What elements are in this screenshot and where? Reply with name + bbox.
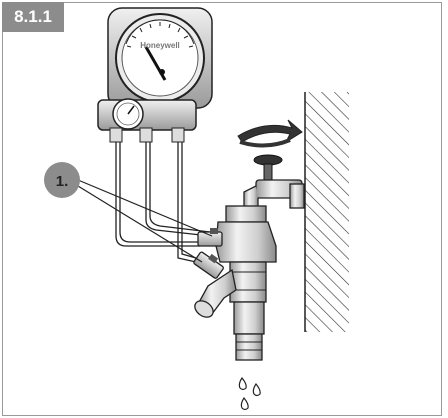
section-number-tab: 8.1.1 (2, 2, 64, 32)
gauge-brand-label: Honeywell (140, 41, 180, 50)
differential-pressure-gauge-icon (107, 7, 213, 109)
test-valves (193, 228, 224, 279)
valve-body-icon (194, 205, 277, 361)
small-pressure-gauge-icon (112, 98, 144, 130)
water-tap-icon (243, 154, 305, 215)
rotation-arrow-icon (237, 119, 303, 148)
hatched-wall (304, 92, 349, 332)
impulse-hoses (115, 142, 211, 263)
callout-1 (44, 162, 213, 263)
callout-label: 1. (56, 173, 69, 190)
figure-frame (2, 2, 442, 416)
gauge-manifold (97, 99, 197, 143)
water-drops-icon (238, 376, 261, 411)
